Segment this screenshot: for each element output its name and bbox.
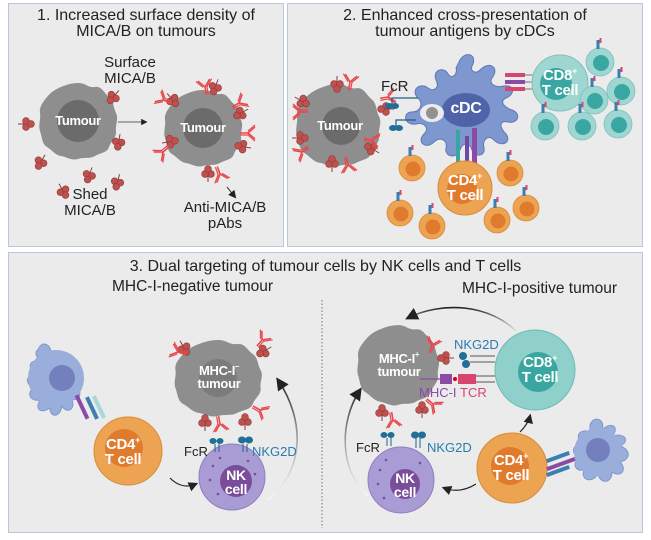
arrow-icon: [519, 413, 533, 433]
mhc-negative-tumour-label: MHC-I– tumour: [193, 362, 245, 391]
t-cell-text: T cell: [446, 187, 484, 204]
receptors-left-nk: [209, 436, 253, 452]
mhc-tcr-right: [546, 451, 576, 477]
tcr-label: TCR: [460, 385, 487, 400]
cd4-text: CD4: [447, 172, 478, 189]
cd4-label-right: CD4+ T cell: [488, 451, 534, 484]
fcr-receptors-p2: [385, 97, 418, 131]
nk-text: NK: [395, 470, 415, 486]
mhc-positive-superscript: +: [414, 350, 420, 360]
cd4-t-cell-main: [437, 160, 493, 216]
cdc-label: cDC: [450, 100, 482, 117]
cd4-text: CD4: [105, 436, 136, 453]
arrow-icon: [169, 477, 199, 492]
surface-mica-label-line-2: MICA/B: [104, 69, 156, 87]
cd8-label-p2: CD8+ T cell: [530, 66, 590, 99]
mhc-i-text: MHC-I: [378, 351, 415, 366]
anti-mica-label-line-1: Anti-MICA/B: [183, 199, 267, 216]
tumour-mhc-negative: [174, 340, 262, 417]
fcr-label-p2: FcR: [381, 78, 409, 95]
antibodies-right-nk: [375, 391, 445, 448]
fcr-label-right: FcR: [356, 440, 380, 455]
mhc-negative-subtitle: MHC-I-negative tumour: [112, 278, 274, 295]
surface-mica-label: Surface MICA/B: [80, 55, 180, 87]
panel-1-title-line-2: MICA/B on tumours: [76, 23, 216, 40]
fcr-label-left: FcR: [184, 444, 208, 459]
surface-mica-label-line-1: Surface: [104, 54, 156, 71]
anti-mica-label-line-2: pAbs: [207, 214, 243, 232]
t-cell-text: T cell: [521, 369, 559, 386]
cd4-label-left: CD4+ T cell: [98, 435, 148, 468]
panel-1-title: 1. Increased surface density of MICA/B o…: [8, 8, 284, 40]
cd8-label-right: CD8+ T cell: [515, 353, 565, 386]
nk-cell-left: [198, 443, 266, 511]
tumour-text: tumour: [377, 364, 421, 379]
cd8-text: CD8: [542, 67, 573, 84]
cd8-superscript: +: [572, 66, 578, 77]
nk-label-right: NK cell: [387, 471, 423, 499]
cdc-cell: [405, 54, 519, 157]
arrow-icon: [226, 186, 237, 199]
shed-mica-label: Shed MICA/B: [55, 187, 125, 219]
cell-text: cell: [393, 484, 417, 500]
cd8-t-cell-main: [531, 54, 589, 112]
panel-2-title: 2. Enhanced cross-presentation of tumour…: [287, 8, 643, 40]
nk-cell-right: [367, 446, 435, 514]
cd8-text: CD8: [522, 354, 553, 371]
panel-2-title-line-1: 2. Enhanced cross-presentation of: [343, 7, 587, 24]
nk-text: NK: [226, 467, 246, 483]
tumour-label-right: Tumour: [180, 120, 226, 135]
mhc-positive-subtitle: MHC-I-positive tumour: [462, 280, 618, 297]
cd4-superscript: +: [477, 171, 483, 182]
cd4-text: CD4: [493, 452, 524, 469]
panel-2-title-line-2: tumour antigens by cDCs: [375, 23, 555, 40]
cd4-superscript: +: [135, 435, 141, 446]
mhc-i-label: MHC-I: [419, 385, 457, 400]
tumour-label-p2: Tumour: [317, 118, 363, 133]
shed-mica-label-line-1: Shed: [72, 186, 108, 203]
tumour-cell-left: [39, 83, 118, 160]
tumour-cell-right: [164, 90, 243, 167]
tumour-label-left: Tumour: [55, 113, 101, 128]
panel-1-title-line-1: 1. Increased surface density of: [37, 7, 255, 24]
mhc-tcr-left: [74, 394, 106, 420]
nkg2d-label-bottom: NKG2D: [427, 440, 472, 455]
mhc-tcr-complexes-cd4: [456, 128, 477, 166]
anti-mica-pabs-label: Anti-MICA/B pAbs: [170, 200, 280, 232]
arrow-icon: [344, 387, 369, 497]
t-cell-text: T cell: [492, 467, 530, 484]
nkg2d-label-left: NKG2D: [252, 444, 297, 459]
shed-mica-label-line-2: MICA/B: [64, 201, 116, 219]
tumour-text: tumour: [197, 376, 241, 391]
panel-3-title: 3. Dual targeting of tumour cells by NK …: [129, 258, 522, 275]
dendritic-cell-left: [27, 343, 84, 416]
cd8-t-cell-right: [494, 329, 576, 411]
nk-label-left: NK cell: [218, 468, 254, 496]
cd8-superscript: +: [552, 353, 558, 364]
arrow-icon: [405, 306, 521, 336]
mhc-i-text: MHC-I: [198, 363, 235, 378]
cd4-t-cell-right: [476, 432, 548, 504]
tumour-cell-p2: [296, 83, 381, 167]
t-cell-text: T cell: [541, 82, 579, 99]
mhc-negative-superscript: –: [235, 362, 240, 372]
arrow-icon: [441, 483, 477, 496]
cd4-superscript: +: [523, 451, 529, 462]
dendritic-cell-right: [573, 418, 629, 482]
arrow-icon: [267, 377, 298, 501]
nkg2d-label-top: NKG2D: [454, 337, 499, 352]
mhc-positive-tumour-label: MHC-I+ tumour: [371, 350, 427, 379]
t-cell-text: T cell: [104, 451, 142, 468]
cd4-label-p2: CD4+ T cell: [435, 171, 495, 204]
cell-text: cell: [224, 481, 248, 497]
cd4-t-cell-left: [93, 416, 163, 486]
receptors-right-cd8: [420, 334, 495, 384]
